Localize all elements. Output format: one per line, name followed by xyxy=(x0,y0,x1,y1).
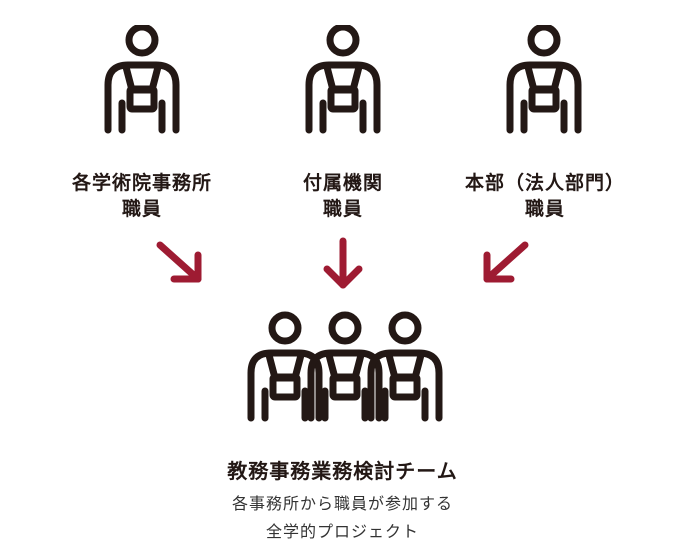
team-people-icon xyxy=(240,308,450,428)
team-title: 教務事務業務検討チーム xyxy=(227,459,458,483)
arrow-down-icon xyxy=(323,237,363,289)
team-description: 各事務所から職員が参加する 全学的プロジェクト xyxy=(231,494,453,541)
group-label-affiliated-institutions: 付属機関 職員 xyxy=(302,172,383,220)
person-icon xyxy=(504,25,584,135)
arrow-down-left-icon xyxy=(483,241,529,283)
person-icon xyxy=(303,25,383,135)
person-icon xyxy=(102,25,182,135)
arrow-down-right-icon xyxy=(156,241,202,283)
group-label-academic-offices: 各学術院事務所 職員 xyxy=(71,172,212,220)
group-label-headquarters: 本部（法人部門） 職員 xyxy=(464,172,625,220)
